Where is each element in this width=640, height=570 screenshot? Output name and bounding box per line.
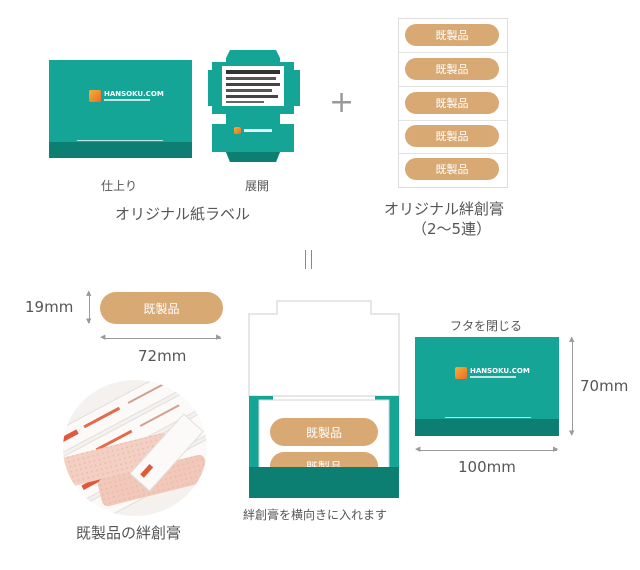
height-dimension-line — [89, 292, 90, 323]
sheet-divider-4 — [399, 153, 507, 154]
sheet-bandage-5: 既製品 — [405, 158, 499, 180]
brand-logo-text: HANSOKU.COM — [104, 90, 164, 98]
package-front-band — [249, 467, 399, 497]
height-arrow-top: ▲ — [86, 289, 92, 297]
sheet-bandage-4: 既製品 — [405, 125, 499, 147]
sheet-bandage-3: 既製品 — [405, 92, 499, 114]
closed-package-logo-icon — [455, 367, 467, 379]
brand-logo: HANSOKU.COM — [89, 90, 164, 102]
paper-label-caption: オリジナル紙ラベル — [115, 205, 251, 223]
sheet-bandage-1: 既製品 — [405, 24, 499, 46]
package-width-arrow-right: ▶ — [553, 445, 559, 453]
package-height-dimension-line — [572, 339, 573, 434]
brand-logo-tagline — [104, 99, 150, 101]
sheet-divider-3 — [399, 120, 507, 121]
bandage-height-label: 19mm — [25, 298, 74, 316]
width-dimension-line — [103, 338, 221, 339]
finished-label-package: HANSOKU.COM — [49, 60, 192, 158]
width-arrow-left: ◀ — [100, 333, 106, 341]
unfolded-label-die-cut — [208, 50, 300, 162]
unfolded-label-caption: 展開 — [245, 179, 270, 193]
equals-bar-right — [311, 250, 312, 269]
package-bottom-band — [49, 142, 192, 158]
equals-sign — [305, 250, 314, 269]
unfolded-brand-logo — [234, 127, 272, 134]
package-height-arrow-bottom: ▼ — [569, 429, 575, 437]
package-width-label: 100mm — [458, 458, 516, 476]
closed-package-logo: HANSOKU.COM — [455, 367, 530, 379]
original-bandage-caption: オリジナル絆創膏 — [384, 200, 505, 218]
brand-logo-icon — [89, 90, 101, 102]
sheet-divider-2 — [399, 86, 507, 87]
closed-package-bottom-band — [415, 419, 559, 436]
bandage-width-label: 72mm — [138, 347, 187, 365]
closed-package-logo-text: HANSOKU.COM — [470, 367, 530, 375]
package-height-label: 70mm — [580, 377, 629, 395]
equals-bar-left — [305, 250, 306, 269]
package-width-arrow-left: ◀ — [415, 445, 421, 453]
plus-sign: + — [329, 85, 355, 120]
height-arrow-bottom: ▼ — [86, 317, 92, 325]
readymade-bandage-photo — [63, 380, 207, 516]
sheet-divider-1 — [399, 52, 507, 53]
package-flap-line — [77, 140, 163, 141]
unfolded-brand-logo-icon — [234, 127, 241, 134]
unfolded-brand-logo-text-line — [244, 129, 272, 132]
package-width-dimension-line — [418, 450, 557, 451]
insert-instruction-caption: 絆創膏を横向きに入れます — [243, 508, 388, 522]
finished-label-caption: 仕上り — [101, 179, 138, 193]
sheet-bandage-2: 既製品 — [405, 58, 499, 80]
closed-package: HANSOKU.COM — [415, 337, 559, 436]
packaged-bandage-1: 既製品 — [270, 418, 378, 446]
closed-package-logo-tagline — [470, 376, 516, 378]
package-height-arrow-top: ▲ — [569, 335, 575, 343]
closed-package-flap-line — [445, 417, 531, 418]
readymade-bandage: 既製品 — [100, 292, 223, 324]
readymade-photo-caption: 既製品の絆創膏 — [76, 524, 182, 542]
close-lid-caption: フタを閉じる — [450, 319, 523, 333]
width-arrow-right: ▶ — [216, 333, 222, 341]
original-bandage-count: （2〜5連） — [412, 220, 492, 238]
